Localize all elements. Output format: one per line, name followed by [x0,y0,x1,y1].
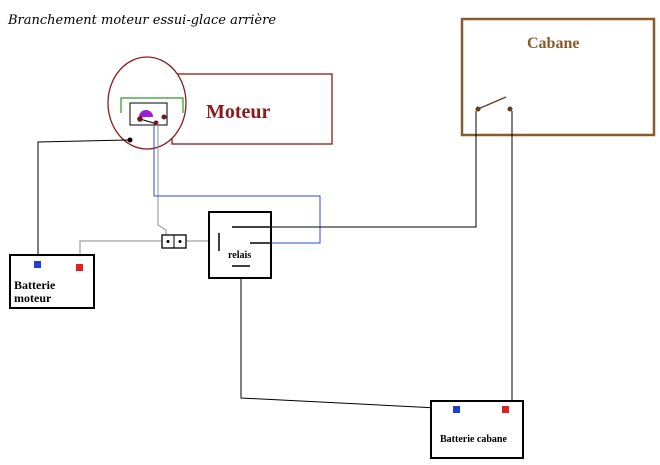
cabin-box [460,17,656,137]
cabin-label: Cabane [527,35,579,52]
fuse-pin-left [166,240,170,243]
wire-motor-to-fuse [157,123,167,236]
cabin-switch-lever [477,96,507,110]
relay-label: relais [228,250,251,261]
cabin-switch-contact-left [475,106,481,112]
cabin-battery-negative-terminal [453,406,460,413]
fuse-pin-right [178,240,182,243]
engine-battery-negative-terminal [34,261,41,268]
wire-motor-to-relay-blue [153,125,321,244]
engine-battery-label-line1: Batterie [14,278,56,292]
wire-relay-to-cabin-switch [270,111,477,228]
motor-terminal-left [137,116,143,122]
cabin-battery-label: Batterie cabane [440,434,507,445]
engine-battery-label-line2: moteur [14,291,52,305]
wire-motor-ground-to-engine-battery [37,139,131,264]
engine-battery-box [9,254,95,309]
motor-terminal-mid [153,120,159,126]
diagram-title: Branchement moteur essui-glace arrière [7,13,276,28]
motor-green-wire [120,97,184,113]
motor-label: Moteur [206,101,271,123]
cabin-battery-box [430,400,524,459]
motor-terminal-right [161,114,167,120]
wire-relay-to-cabin-battery [240,277,458,410]
motor-armature-icon [139,110,153,117]
wire-engine-battery-to-relay [79,240,210,268]
cabin-switch-contact-right [507,106,513,112]
cabin-battery-positive-terminal [502,406,509,413]
engine-battery-positive-terminal [76,264,83,271]
